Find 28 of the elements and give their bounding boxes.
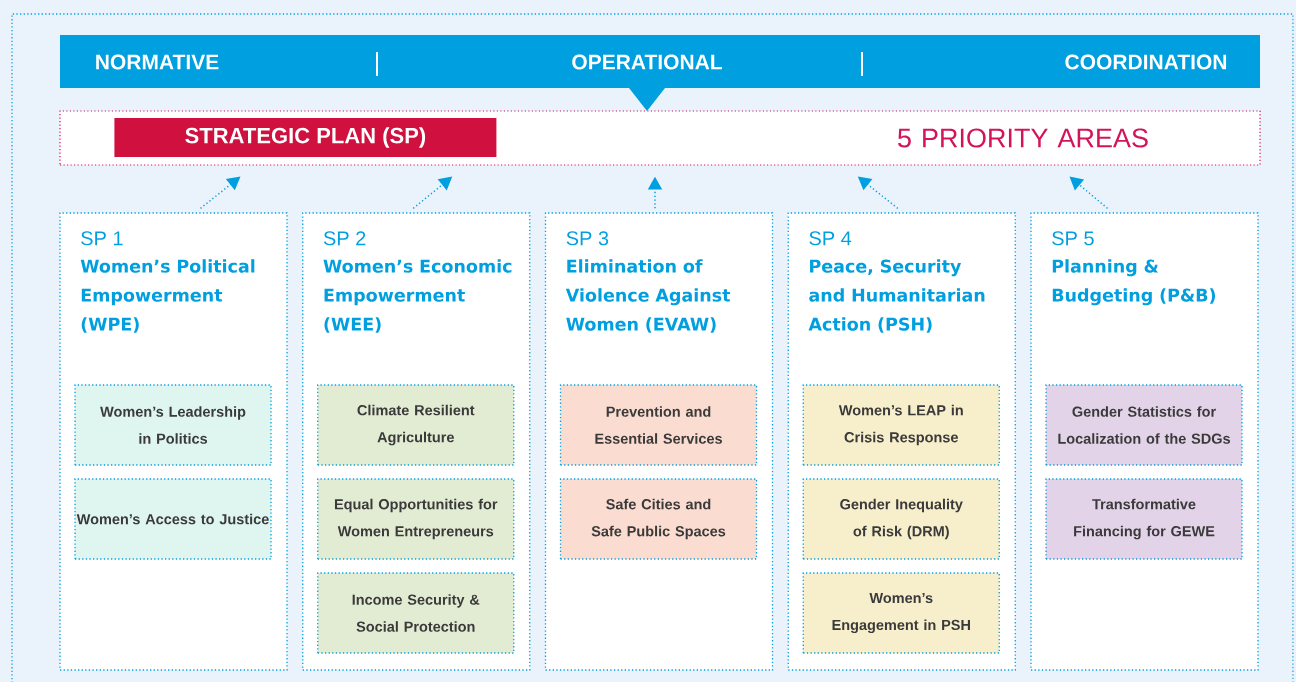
area-box: Gender Statistics for Localization of the SDGs [1045,384,1243,466]
column-number: SP 4 [809,231,852,246]
banner-label: OPERATIONAL [572,54,722,70]
area-box: Prevention and Essential Services [559,384,758,466]
area-box: Equal Opportunities for Women Entrepreneurs [317,478,515,560]
title-banner: STRATEGIC PLAN (SP) [114,118,497,157]
area-box: Transformative Financing for GEWE [1045,478,1243,560]
banner [60,35,1260,111]
column-title: Elimination of Violence Against Women (EVAW) [565,259,731,333]
column-number: SP 2 [323,231,366,246]
area-box: Income Security & Social Protection [317,572,515,654]
area-box: Women’s Leadership in Politics [74,384,272,466]
area-box: Women’s Engagement in PSH [802,572,1000,654]
column-number: SP 1 [81,231,123,246]
column-title: Planning & Budgeting (P&B) [1052,259,1215,306]
area-box: Gender Inequality of Risk (DRM) [802,478,1000,560]
column-title: Peace, Security and Humanitarian Action (PSH) [808,259,985,333]
column-title: Women’s Economic Empowerment (WEE) [323,259,512,333]
arrow [1069,176,1109,210]
area-box: Women’s Access to Justice [74,478,272,560]
column-number: SP 5 [1052,231,1094,246]
banner-label: COORDINATION [1065,54,1227,70]
column-number: SP 3 [566,231,609,246]
area-box: Safe Cities and Safe Public Spaces [559,478,758,560]
banner-label: NORMATIVE [96,54,219,70]
column-title: Women’s Political Empowerment (WPE) [80,259,255,333]
area-box: Women’s LEAP in Crisis Response [802,384,1000,466]
area-box: Climate Resilient Agriculture [317,384,515,466]
